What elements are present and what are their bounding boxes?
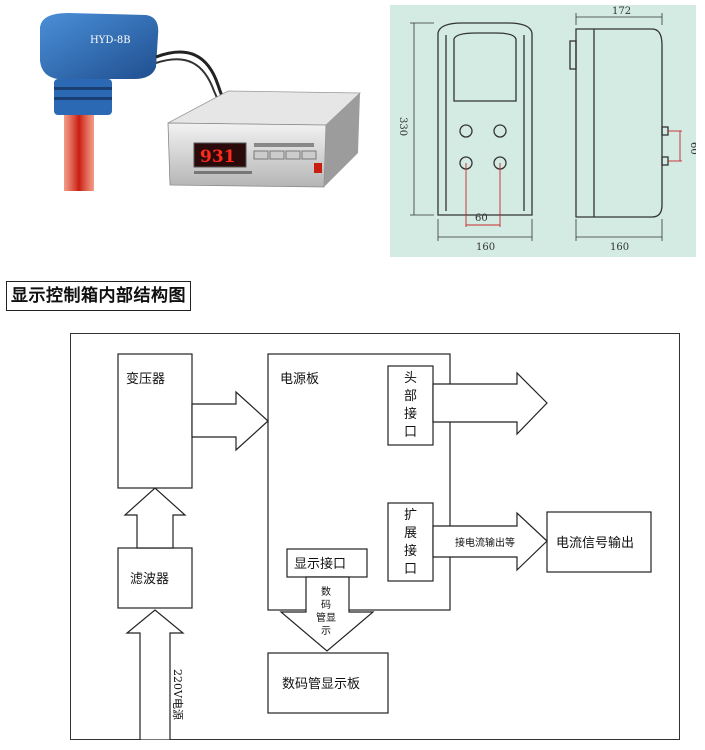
head-interface-box — [387, 365, 434, 446]
control-box-top — [167, 90, 361, 126]
head-interface-char: 部 — [404, 389, 417, 404]
dimension-drawing: 172 330 60 160 160 60 — [390, 5, 696, 257]
expansion-interface-box — [387, 502, 434, 582]
expansion-interface-char: 展 — [404, 526, 417, 541]
expansion-interface-char: 口 — [404, 562, 417, 577]
display-interface-box — [286, 548, 368, 578]
front-hole — [493, 124, 507, 138]
digital-display-board-label: 数码管显示板 — [282, 677, 360, 692]
arrow-filter-to-transformer — [123, 487, 187, 549]
front-view-outline — [437, 22, 533, 216]
expansion-interface-char: 扩 — [404, 508, 417, 523]
dim-width-top: 172 — [612, 6, 631, 17]
digital-tube-label-char: 数 — [321, 585, 331, 598]
current-output-arrow-label: 接电流输出等 — [455, 536, 515, 549]
dim-side-hole-spacing: 60 — [688, 142, 696, 155]
arrow-display-to-board — [279, 576, 375, 652]
side-view-outline — [575, 28, 663, 218]
front-hole — [459, 124, 473, 138]
filter-box — [117, 547, 193, 609]
current-signal-output-box — [546, 511, 652, 573]
arrow-transformer-to-board — [191, 390, 269, 452]
power-board-label: 电源板 — [280, 372, 319, 387]
expansion-interface-char: 接 — [404, 543, 417, 559]
filter-label: 滤波器 — [130, 572, 169, 587]
arrow-expansion-interface-out — [432, 511, 548, 572]
dim-height: 330 — [397, 117, 408, 136]
dim-base-side: 160 — [610, 242, 629, 253]
display-reading: 931 — [200, 147, 236, 167]
digital-tube-label-char: 管显 — [316, 611, 336, 624]
product-photo: HYD-8B 931 — [40, 13, 361, 191]
display-window — [193, 142, 247, 168]
device-model-label: HYD-8B — [90, 35, 131, 46]
head-interface-char: 头 — [404, 371, 417, 386]
transformer-label: 变压器 — [126, 371, 165, 387]
display-interface-label: 显示接口 — [294, 556, 346, 572]
digital-tube-label-char: 码 — [321, 599, 331, 611]
section-title: 显示控制箱内部结构图 — [6, 281, 191, 311]
dim-base-front: 160 — [476, 242, 495, 253]
arrow-power-to-filter — [125, 609, 185, 740]
head-interface-char: 口 — [404, 425, 417, 440]
current-signal-output-label: 电流信号输出 — [556, 535, 634, 551]
block-diagram: 变压器 电源板 头 部 接 口 扩 展 接 口 显示接口 滤波器 电流信号输出 … — [70, 333, 680, 740]
head-interface-char: 接 — [404, 406, 417, 422]
digital-tube-label-char: 示 — [321, 626, 331, 637]
sensor-head — [40, 13, 159, 79]
arrow-head-interface-out — [432, 371, 548, 436]
digital-display-board-box — [267, 652, 389, 714]
dim-hole-spacing: 60 — [475, 213, 488, 224]
laser-beam — [64, 113, 94, 191]
power-input-label: 220V电源 — [171, 669, 185, 720]
